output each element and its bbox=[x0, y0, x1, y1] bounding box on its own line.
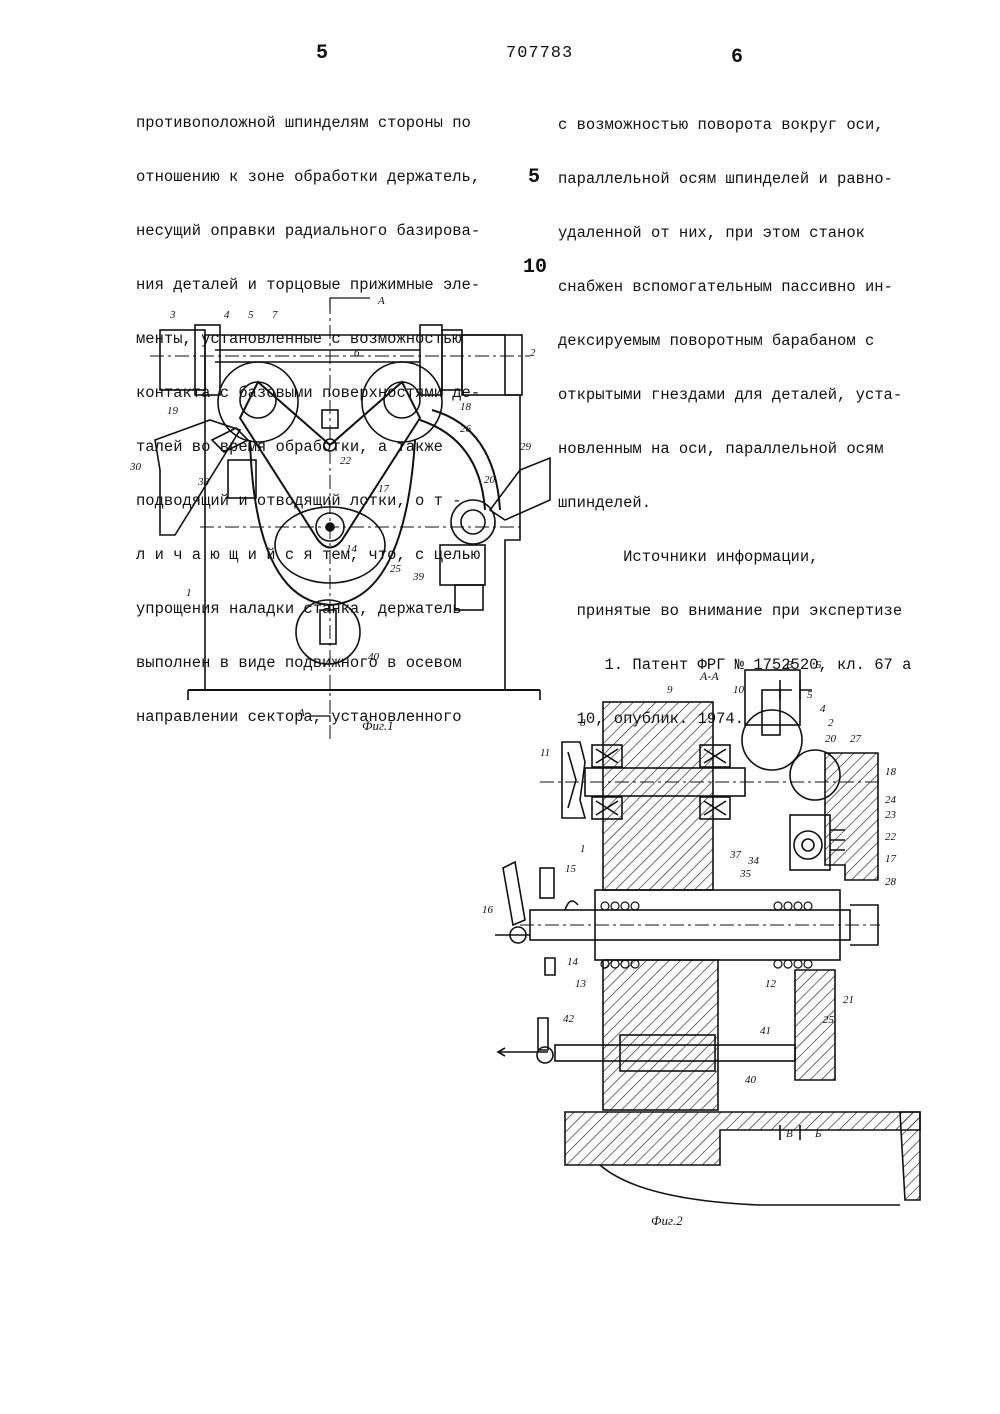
fig2-label: 15 bbox=[565, 863, 577, 875]
fig2-label: 17 bbox=[885, 853, 897, 865]
fig2-label: 18 bbox=[885, 766, 897, 778]
fig2-label: 12 bbox=[765, 978, 777, 990]
fig2-label: 1 bbox=[580, 843, 586, 855]
fig2-label: 4 bbox=[820, 703, 826, 715]
section-mark-be-top: Б bbox=[814, 659, 822, 671]
fig2-label: 40 bbox=[745, 1074, 757, 1086]
fig2-label: 2 bbox=[828, 717, 834, 729]
fig2-label: 10 bbox=[733, 684, 745, 696]
section-mark-b-bottom: В bbox=[786, 1128, 793, 1140]
fig2-label: 8 bbox=[580, 717, 586, 729]
fig2-label: 11 bbox=[540, 747, 550, 759]
section-mark-be-bottom: Б bbox=[814, 1128, 822, 1140]
fig2-label: 34 bbox=[747, 855, 760, 867]
fig2-label: 25 bbox=[823, 1014, 835, 1026]
fig2-label: 35 bbox=[739, 868, 752, 880]
fig2-label: 24 bbox=[885, 794, 897, 806]
fig2-label: 14 bbox=[567, 956, 579, 968]
fig2-label: 22 bbox=[885, 831, 897, 843]
fig2-label: 42 bbox=[563, 1013, 575, 1025]
fig2-label: 5 bbox=[807, 689, 813, 701]
section-mark-b-top: В bbox=[786, 659, 793, 671]
fig2-label: 16 bbox=[482, 904, 494, 916]
fig2-label: 9 bbox=[667, 684, 673, 696]
fig2-label: 20 bbox=[825, 733, 837, 745]
fig2-label: 23 bbox=[885, 809, 897, 821]
fig2-label: 27 bbox=[850, 733, 862, 745]
fig2-label: 21 bbox=[843, 994, 854, 1006]
fig2-label: 28 bbox=[885, 876, 897, 888]
fig2-label: 13 bbox=[575, 978, 587, 990]
section-title-a-a: А-А bbox=[699, 669, 719, 683]
fig2-label: 41 bbox=[760, 1025, 771, 1037]
figure-2-caption: Фиг.2 bbox=[651, 1213, 683, 1228]
fig2-label: 37 bbox=[729, 849, 742, 861]
